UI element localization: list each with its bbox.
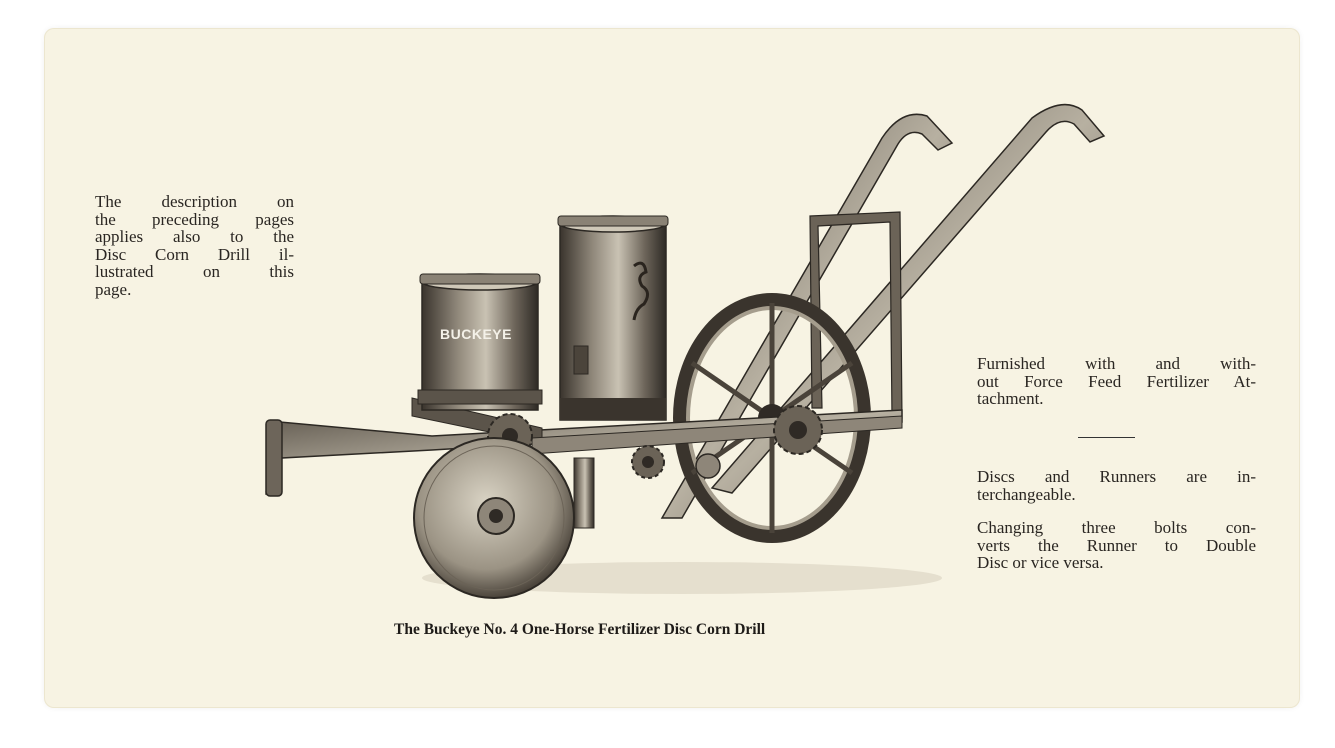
furnished-text: Furnished with and with- out Force Feed … [977,355,1256,408]
discs-text: Discs and Runners are in- terchangeable. [977,468,1256,503]
text-line: page. [95,279,132,299]
hopper-brand-label: BUCKEYE [440,326,512,342]
text-line: Furnished with and with- [977,354,1256,373]
text-line: applies also to the [95,227,294,246]
figure-caption: The Buckeye No. 4 One-Horse Fertilizer D… [394,621,766,638]
text-line: The description on [95,192,294,211]
front-disc [413,437,575,599]
divider [1078,437,1135,438]
text-line: verts the Runner to Double [977,535,1256,555]
text-line: tachment. [977,389,1044,408]
description-text: The description on the preceding pages a… [95,193,294,298]
text-line: lustrated on this [95,262,294,281]
text-line: Changing three bolts con- [977,518,1256,537]
corn-drill-illustration: BUCKEYE [265,103,1106,599]
text-line: terchangeable. [977,484,1076,504]
text-line: out Force Feed Fertilizer At- [977,371,1256,391]
fertilizer-hopper [557,215,669,529]
text-line: Disc Corn Drill il- [95,244,294,264]
text-line: Discs and Runners are in- [977,467,1256,486]
handles [660,103,1106,519]
changing-text: Changing three bolts con- verts the Runn… [977,519,1256,572]
text-line: the preceding pages [95,209,294,229]
text-line: Disc or vice versa. [977,553,1104,572]
seed-hopper: BUCKEYE [417,273,543,411]
